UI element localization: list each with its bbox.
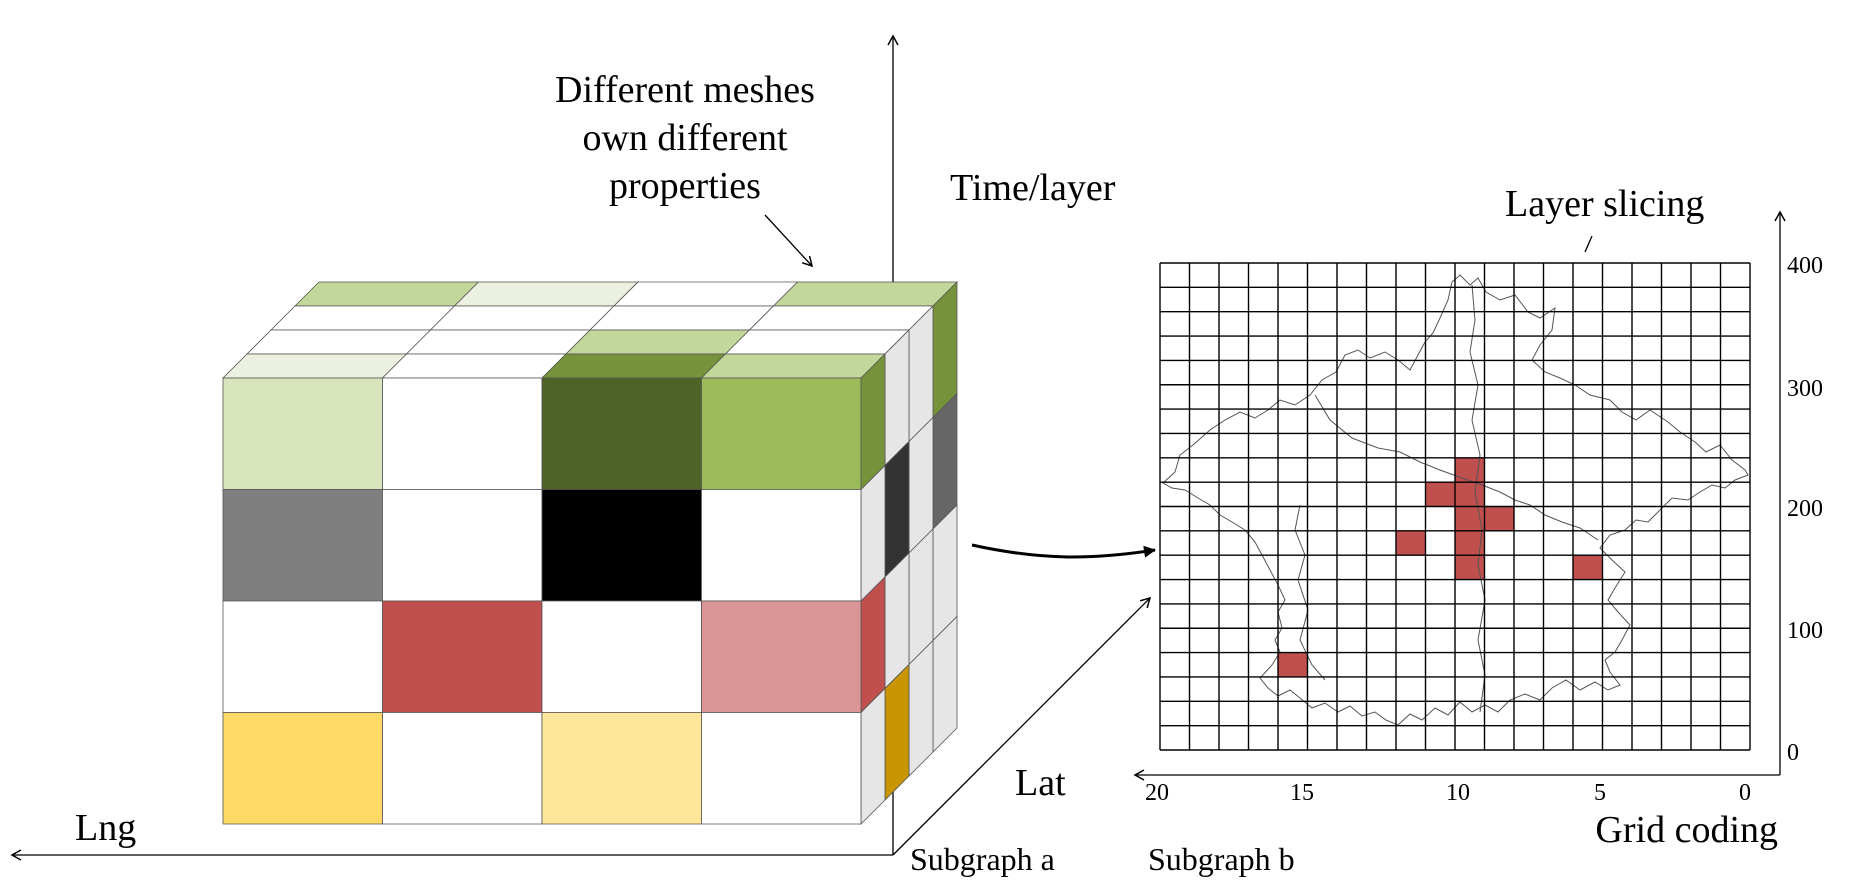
highlighted-grid-cell (1484, 506, 1514, 531)
layer-slicing-tick (1584, 235, 1593, 253)
cube-top-cell (589, 305, 775, 331)
grid-x-tick-label: 10 (1446, 780, 1470, 806)
grid-y-tick-label: 100 (1787, 618, 1823, 644)
cube-side-cell (860, 687, 886, 825)
cube-front-cell (382, 377, 543, 490)
lat-label: Lat (1015, 762, 1066, 804)
cube-top-cell (700, 353, 886, 379)
cube-front-cell (382, 600, 543, 713)
region-vertical-boundary (1469, 284, 1486, 713)
cube-top-cell (429, 305, 615, 331)
cube-front-face (222, 377, 862, 825)
time-layer-label: Time/layer (950, 167, 1116, 209)
slice-connector-arrow (971, 543, 1156, 559)
cube-side-cell (884, 663, 910, 801)
meshes-label-line3: properties (609, 165, 761, 207)
cube-front-cell (382, 489, 543, 602)
cube-front-cell (701, 377, 862, 490)
grid-highlighted-cells (1278, 457, 1603, 677)
grid-y-ticks: 400 300 200 100 0 (1787, 253, 1823, 766)
grid-x-tick-label: 15 (1290, 780, 1314, 806)
cube-top-cell (453, 281, 639, 307)
meshes-label-line1: Different meshes (555, 69, 815, 111)
cube-top-face (222, 281, 958, 379)
grid-y-tick-label: 300 (1787, 376, 1823, 402)
cube-top-cell (405, 329, 591, 355)
cube-front-cell (541, 600, 702, 713)
highlighted-grid-cell (1455, 555, 1485, 580)
meshes-pointer-arrow (764, 214, 814, 268)
cube-front-cell (382, 712, 543, 825)
mesh-cube (222, 281, 958, 825)
cube-top-cell (565, 329, 751, 355)
subgraph-b-label: Subgraph b (1148, 841, 1295, 877)
lat-axis-line (892, 596, 1152, 856)
cube-front-cell (222, 600, 383, 713)
cube-top-cell (294, 281, 480, 307)
grid-map (1159, 262, 1751, 751)
grid-x-ticks: 20 15 10 5 0 (1145, 780, 1751, 806)
cube-side-face (860, 281, 958, 825)
region-outline (1162, 274, 1749, 726)
cube-front-cell (222, 712, 383, 825)
highlighted-grid-cell (1425, 482, 1455, 507)
grid-lines (1159, 262, 1751, 751)
lng-label: Lng (75, 807, 136, 849)
grid-x-tick-label: 0 (1739, 780, 1751, 806)
cube-top-cell (222, 353, 408, 379)
highlighted-grid-cell (1278, 652, 1308, 677)
grid-x-tick-label: 5 (1594, 780, 1606, 806)
cube-front-cell (541, 712, 702, 825)
cube-front-cell (541, 377, 702, 490)
highlighted-grid-cell (1455, 457, 1485, 483)
cube-front-cell (701, 489, 862, 602)
meshes-label-line2: own different (582, 117, 788, 159)
cube-front-cell (222, 377, 383, 490)
cube-top-cell (270, 305, 456, 331)
cube-front-cell (541, 489, 702, 602)
subgraph-a-label: Subgraph a (910, 841, 1055, 877)
cube-front-cell (701, 600, 862, 713)
cube-side-cell (908, 639, 934, 777)
grid-coding-label: Grid coding (1595, 809, 1778, 851)
cube-top-cell (541, 353, 727, 379)
cube-side-cell (932, 615, 958, 753)
cube-top-cell (748, 305, 934, 331)
cube-top-cell (613, 281, 799, 307)
cube-top-cell (724, 329, 910, 355)
grid-y-tick-label: 400 (1787, 253, 1823, 279)
grid-y-tick-label: 200 (1787, 496, 1823, 522)
grid-y-tick-label: 0 (1787, 740, 1799, 766)
grid-x-tick-label: 20 (1145, 780, 1169, 806)
cube-top-cell (772, 281, 958, 307)
layer-slicing-label: Layer slicing (1505, 183, 1704, 225)
region-west-boundary (1294, 504, 1326, 681)
highlighted-grid-cell (1455, 482, 1485, 507)
cube-top-cell (381, 353, 567, 379)
highlighted-grid-cell (1396, 530, 1426, 556)
cube-front-cell (701, 712, 862, 825)
cube-top-cell (246, 329, 432, 355)
cube-front-cell (222, 489, 383, 602)
highlighted-grid-cell (1573, 555, 1603, 580)
